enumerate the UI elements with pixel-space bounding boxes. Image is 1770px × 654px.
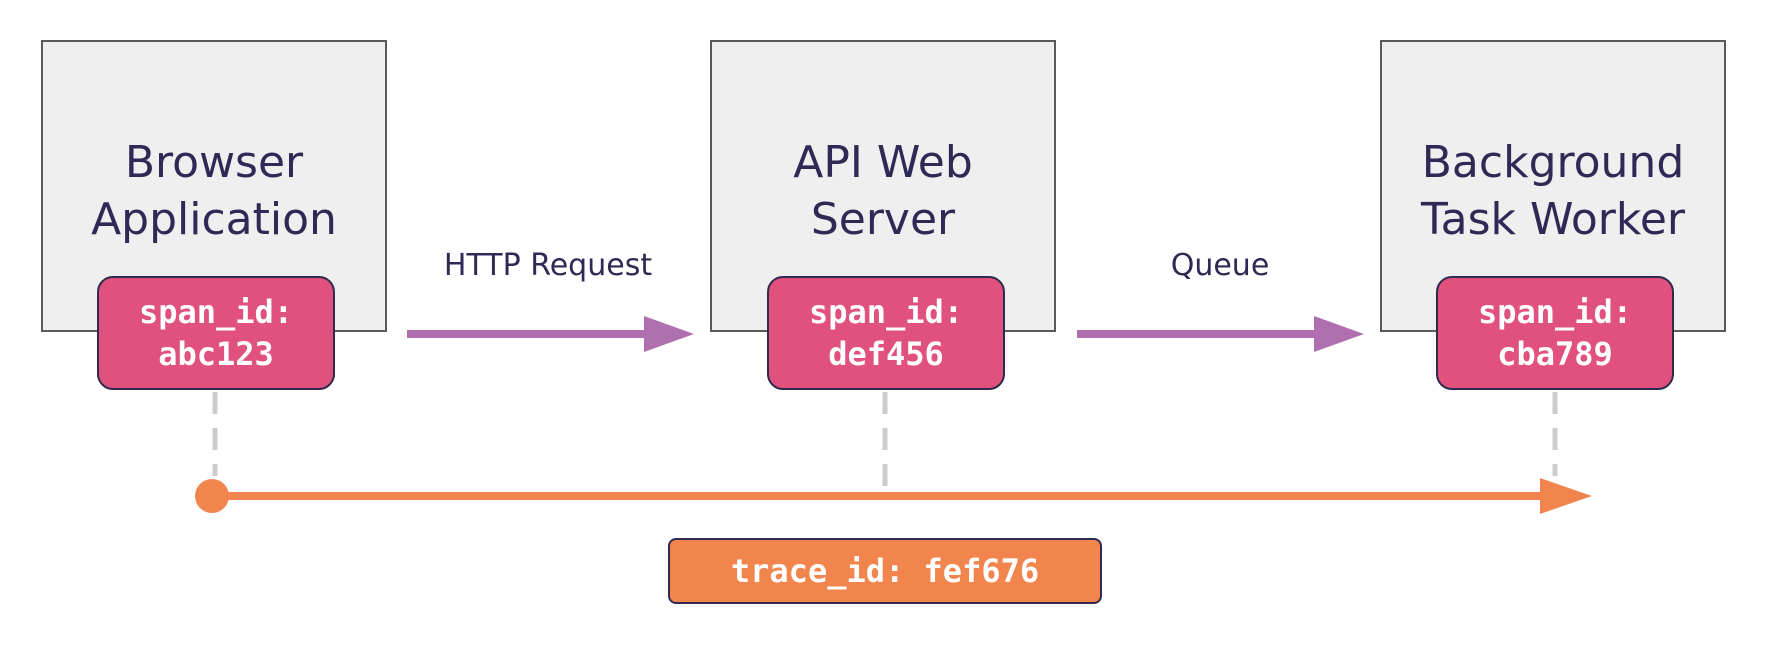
service-title: Browser Application — [91, 137, 337, 245]
span-value: cba789 — [1497, 335, 1613, 373]
flow-label-http-request: HTTP Request — [443, 248, 653, 283]
trace-timeline — [195, 478, 1592, 514]
span-badge-worker: span_id: cba789 — [1436, 276, 1674, 390]
span-value: def456 — [828, 335, 944, 373]
service-title: API Web Server — [793, 137, 973, 245]
flow-label-queue: Queue — [1170, 248, 1270, 283]
span-value: abc123 — [158, 335, 274, 373]
trace-id-badge: trace_id: fef676 — [668, 538, 1102, 604]
span-key: span_id: — [138, 293, 294, 331]
trace-end-arrowhead — [1540, 478, 1592, 514]
flow-arrow-queue — [1077, 316, 1364, 352]
span-key: span_id: — [808, 293, 964, 331]
service-title: Background Task Worker — [1421, 137, 1685, 245]
span-key: span_id: — [1477, 293, 1633, 331]
trace-start-dot — [195, 479, 229, 513]
span-badge-browser: span_id: abc123 — [97, 276, 335, 390]
span-badge-api: span_id: def456 — [767, 276, 1005, 390]
flow-arrow-http-request — [407, 316, 694, 352]
